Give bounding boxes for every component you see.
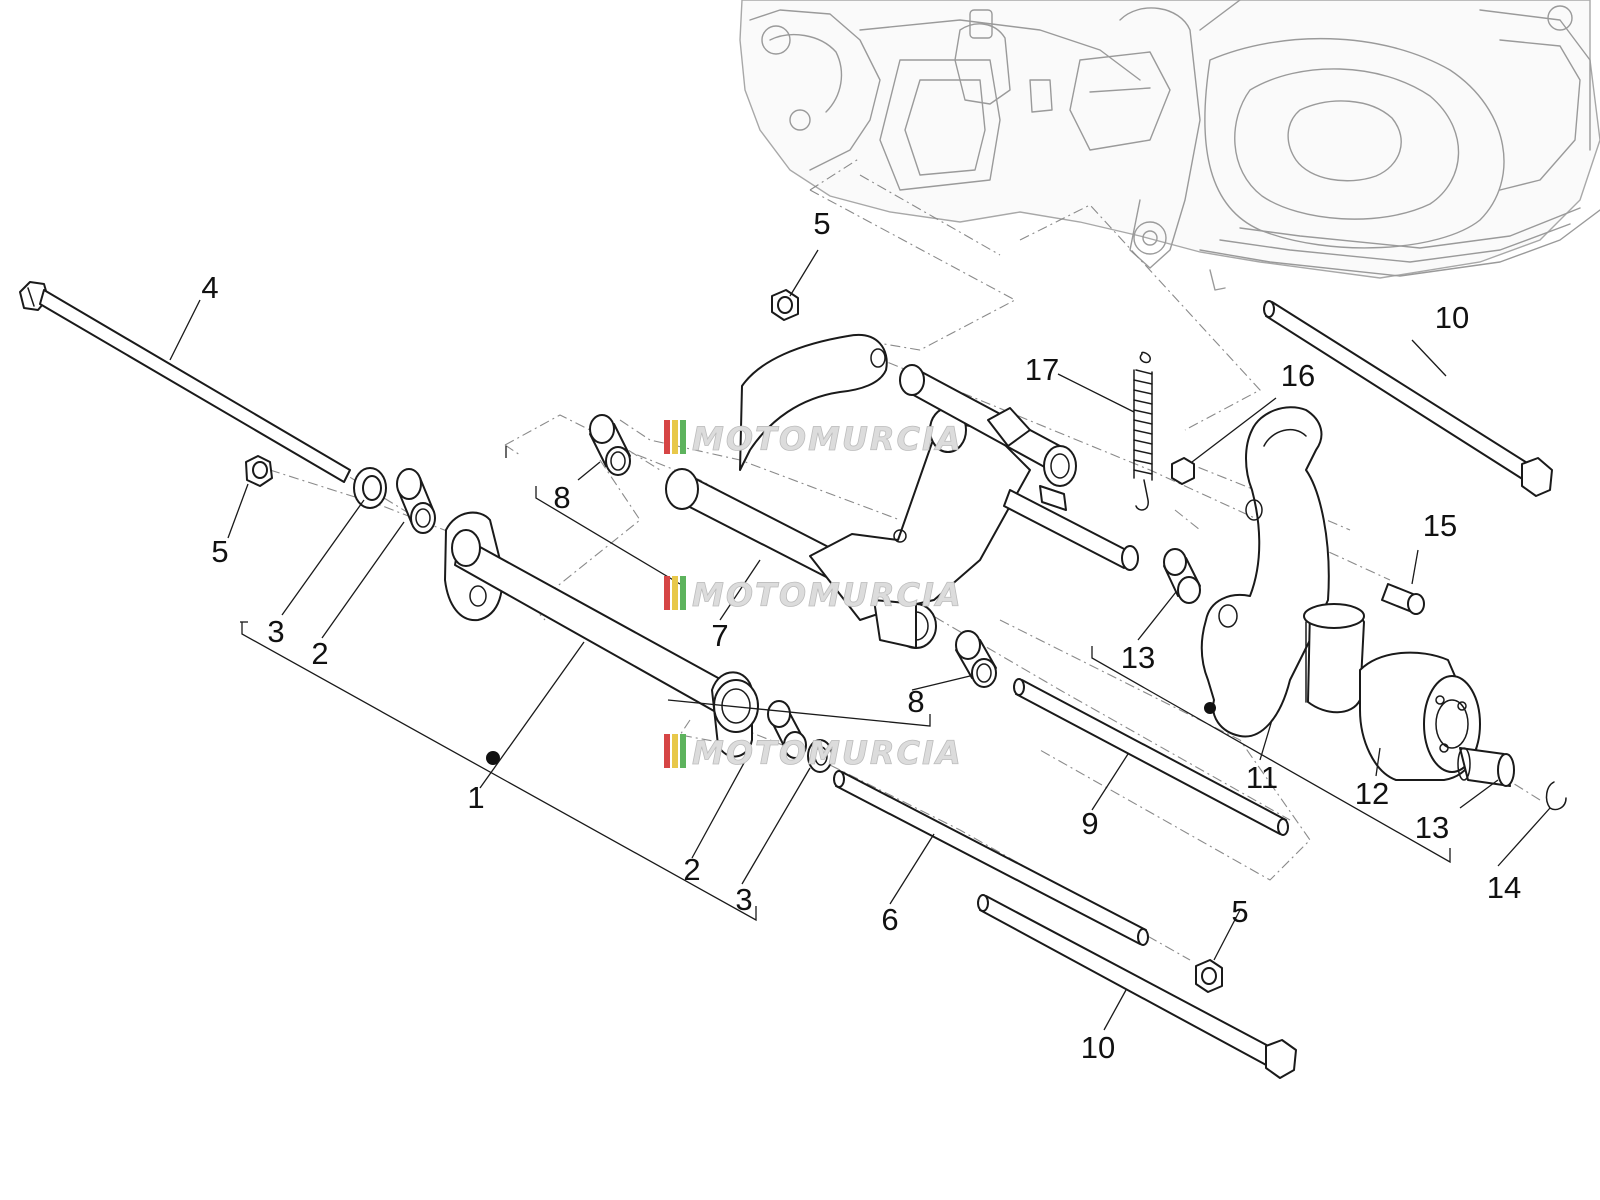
watermark-stripe-yellow (672, 576, 678, 610)
watermark-text: MOTOMURCIA (692, 420, 963, 458)
nut-part-16 (1171, 457, 1195, 485)
long-bolt-part-4 (19, 281, 351, 483)
callout-10-top: 10 (1435, 300, 1469, 335)
callout-8-upper: 8 (553, 480, 570, 515)
spring-part-17 (1133, 351, 1153, 511)
watermark-stripe-red (664, 734, 670, 768)
callout-13-lower: 13 (1415, 810, 1449, 845)
long-bolt-part-10-top (1263, 300, 1553, 497)
callout-7: 7 (711, 618, 728, 653)
callout-6: 6 (881, 902, 898, 937)
watermark-stripe-green (680, 420, 686, 454)
callout-9: 9 (1081, 806, 1098, 841)
rod-part-6 (833, 770, 1149, 946)
bushing-part-2-left (396, 468, 436, 534)
swing-arm-tube-part-1 (444, 511, 759, 765)
leader-lines (169, 249, 1551, 1031)
callout-2-right: 2 (683, 852, 700, 887)
callout-5-left: 5 (211, 534, 228, 569)
callout-12: 12 (1355, 776, 1389, 811)
callout-15: 15 (1423, 508, 1457, 543)
bushing-part-8-lower (955, 630, 997, 688)
watermark-stripe-red (664, 576, 670, 610)
callout-5-upper: 5 (813, 206, 830, 241)
nut-part-5-left (245, 455, 273, 487)
pin-rod-part-9 (1013, 678, 1289, 836)
bushing-part-13-lower (1457, 747, 1515, 787)
callout-4: 4 (201, 270, 218, 305)
seal-part-3-right (807, 739, 833, 773)
watermark-stripe-yellow (672, 420, 678, 454)
bracket-part-11 (1200, 406, 1365, 738)
watermark-top: MOTOMURCIA (664, 420, 963, 458)
callout-2-left: 2 (311, 636, 328, 671)
linkage-frame-part-7 (665, 333, 1139, 649)
nut-part-5-upper (771, 289, 799, 321)
callout-5-bottom: 5 (1231, 894, 1248, 929)
callout-3-right: 3 (735, 882, 752, 917)
seal-part-3-left (353, 467, 387, 509)
bushing-part-13-upper (1163, 548, 1201, 604)
callout-11: 11 (1246, 760, 1278, 795)
watermark-bottom: MOTOMURCIA (664, 734, 963, 772)
callout-13-upper: 13 (1121, 640, 1155, 675)
callout-17: 17 (1025, 352, 1059, 387)
watermark-text: MOTOMURCIA (692, 734, 963, 772)
callout-8-lower: 8 (907, 684, 924, 719)
callout-10-bottom: 10 (1081, 1030, 1115, 1065)
bushing-part-8-upper (589, 414, 631, 476)
callout-labels: 1 2 2 3 3 4 5 5 5 6 7 8 8 9 10 10 11 12 … (201, 206, 1521, 1065)
watermark-stripe-green (680, 576, 686, 610)
bushing-part-2-right (767, 700, 807, 759)
watermark-stripe-red (664, 420, 670, 454)
callout-14: 14 (1487, 870, 1521, 905)
screw-part-15 (1381, 583, 1425, 615)
circlip-part-14 (1545, 781, 1567, 811)
nut-part-5-bottom (1195, 959, 1223, 993)
long-bolt-part-10-bottom (977, 894, 1297, 1079)
callout-16: 16 (1281, 358, 1315, 393)
watermark-text: MOTOMURCIA (692, 576, 963, 614)
watermark-stripe-yellow (672, 734, 678, 768)
callout-3-left: 3 (267, 614, 284, 649)
watermark-stripe-green (680, 734, 686, 768)
watermark-middle: MOTOMURCIA (664, 576, 963, 614)
callout-1: 1 (467, 780, 484, 815)
engine-block (739, 0, 1600, 291)
